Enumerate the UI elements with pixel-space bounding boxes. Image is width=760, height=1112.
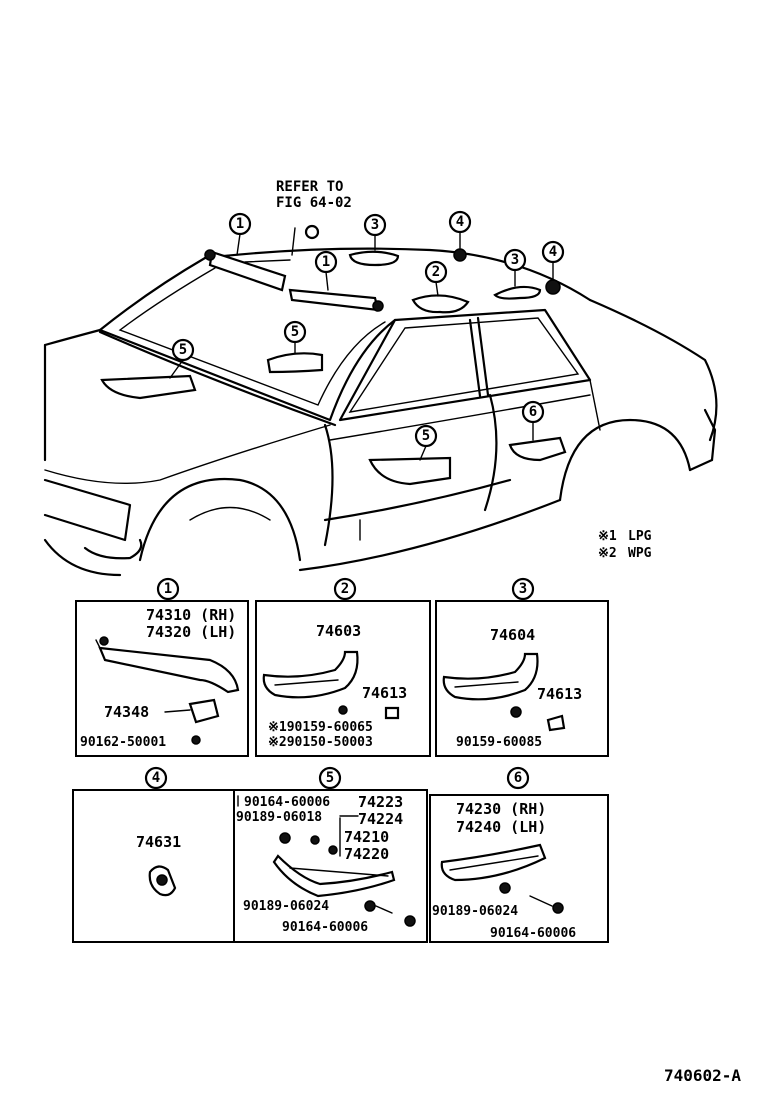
panel-4-number: 4 — [152, 770, 160, 786]
panel-3-part-b: 74613 — [537, 685, 582, 703]
assist-grip-parts — [100, 224, 567, 486]
panel-5-part-g: 90189-06024 — [243, 899, 329, 914]
callout-5-door: 5 — [422, 428, 430, 444]
panel-2-part-d: ※290150-50003 — [268, 735, 373, 750]
panel-3-number: 3 — [519, 581, 527, 597]
reference-line-2: FIG 64-02 — [276, 195, 352, 211]
panel-3-part-a: 74604 — [490, 626, 535, 644]
panel-5-number: 5 — [326, 770, 334, 786]
panel-6-part-c: 90189-06024 — [432, 904, 518, 919]
legend-text-1: LPG — [628, 529, 652, 544]
callout-5-inside: 5 — [291, 324, 299, 340]
panel-5-part-a: 90164-60006 — [244, 795, 330, 810]
panel-3-part-c: 90159-60085 — [456, 735, 542, 750]
callout-1-top: 1 — [236, 216, 244, 232]
legend-mark-2: ※2 — [598, 546, 617, 561]
callout-4-top: 4 — [456, 214, 464, 230]
panel-6-part-d: 90164-60006 — [490, 926, 576, 941]
panel-6-part-a: 74230 (RH) — [456, 800, 546, 818]
panel-5-part-h: 90164-60006 — [282, 920, 368, 935]
callout-4-car: 4 — [549, 244, 557, 260]
figure-code: 740602-A — [664, 1066, 742, 1085]
panel-5-part-e: 74210 — [344, 828, 389, 846]
panel-4-part-a: 74631 — [136, 833, 181, 851]
panel-1-part-b: 74320 (LH) — [146, 623, 236, 641]
callout-3-car: 3 — [511, 252, 519, 268]
callout-6-door: 6 — [529, 404, 537, 420]
panel-2-number: 2 — [341, 581, 349, 597]
legend: ※1 LPG ※2 WPG — [598, 529, 652, 561]
callout-1-mid: 1 — [322, 254, 330, 270]
panel-1-part-a: 74310 (RH) — [146, 606, 236, 624]
panel-3: 74604 74613 90159-60085 — [435, 600, 609, 757]
panel-5: 90164-60006 74223 90189-06018 74224 7421… — [233, 789, 428, 943]
sun-visor-parts — [204, 249, 384, 312]
panel-4: 74631 — [72, 789, 235, 943]
reference-line-1: REFER TO — [276, 179, 343, 195]
callout-2-car: 2 — [432, 264, 440, 280]
callout-group: 1 1 3 4 2 3 4 5 5 5 6 — [169, 210, 565, 461]
car-illustration — [43, 227, 718, 577]
panel-1-part-d: 90162-50001 — [80, 735, 166, 750]
panel-5-part-f: 74220 — [344, 845, 389, 863]
panel-5-part-d: 74224 — [358, 810, 403, 828]
panel-1-part-c: 74348 — [104, 703, 149, 721]
legend-mark-1: ※1 — [598, 529, 617, 544]
panel-5-part-c: 90189-06018 — [236, 810, 322, 825]
panel-2: 74603 74613 ※190159-60065 ※290150-50003 — [255, 600, 431, 757]
panel-6: 74230 (RH) 74240 (LH) 90189-06024 90164-… — [429, 794, 609, 943]
panel-6-part-b: 74240 (LH) — [456, 818, 546, 836]
panel-2-part-a: 74603 — [316, 622, 361, 640]
panel-6-number: 6 — [514, 770, 522, 786]
callout-3-top: 3 — [371, 217, 379, 233]
panel-2-part-b: 74613 — [362, 684, 407, 702]
panel-2-part-c: ※190159-60065 — [268, 720, 373, 735]
legend-text-2: WPG — [628, 546, 652, 561]
panel-1: 74310 (RH) 74320 (LH) 74348 90162-50001 — [75, 600, 249, 757]
panel-5-part-b: 74223 — [358, 793, 403, 811]
callout-5-front: 5 — [179, 342, 187, 358]
panel-1-number: 1 — [164, 581, 172, 597]
